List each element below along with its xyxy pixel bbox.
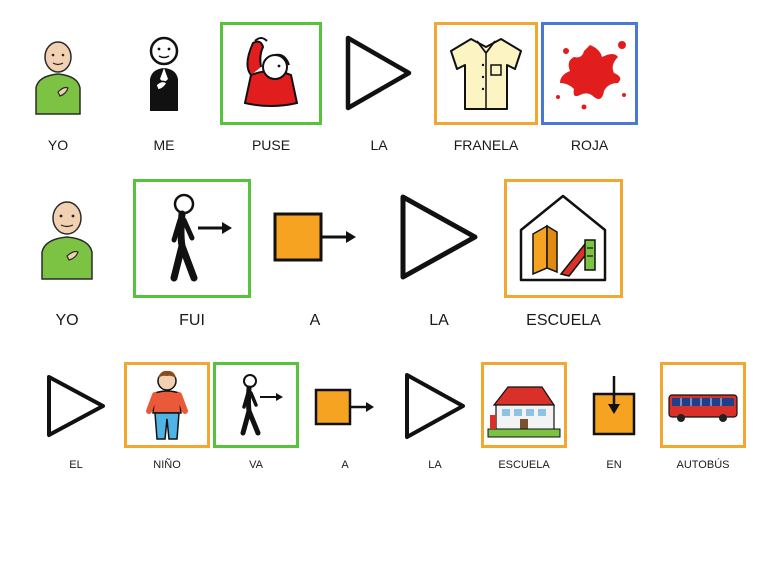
word-label: ROJA (570, 137, 609, 153)
pictogram-yo (28, 30, 88, 115)
pictogram-el (44, 372, 108, 440)
school-building-icon (487, 386, 561, 438)
pictogram-va (213, 362, 299, 448)
pictogram-escuela (481, 362, 567, 448)
pictogram-la (402, 370, 468, 442)
word-label: VA (249, 459, 263, 471)
word-label: YO (47, 137, 69, 153)
orange-square-arrow-icon (273, 212, 356, 262)
pictogram-franela (434, 22, 538, 125)
pictogram-puse (220, 22, 322, 125)
triangle-article-icon (345, 35, 412, 111)
pictogram-en (586, 372, 642, 438)
word-label: LA (428, 459, 442, 471)
word-label: YO (55, 312, 79, 329)
word-label: EL (69, 459, 83, 471)
word-label: AUTOBÚS (676, 459, 730, 471)
person-myself-icon (149, 36, 179, 111)
school-icon (519, 194, 607, 282)
pictogram-yo (34, 190, 100, 280)
word-label: ESCUELA (498, 459, 550, 471)
word-label: ME (153, 137, 175, 153)
pictogram-autobus (660, 362, 746, 448)
word-label: A (309, 312, 321, 329)
orange-square-arrow-icon (314, 388, 374, 426)
put-on-shirt-icon (243, 37, 299, 107)
pictogram-a (312, 385, 378, 429)
red-splash-icon (556, 41, 626, 110)
word-label: FRANELA (453, 137, 519, 153)
pictogram-me (134, 33, 194, 113)
triangle-article-icon (400, 194, 478, 280)
person-self-icon (41, 201, 93, 280)
pictogram-a (270, 208, 360, 268)
person-self-icon (35, 41, 81, 115)
word-label: LA (429, 312, 449, 329)
walk-right-icon (240, 374, 283, 436)
word-label: EN (606, 459, 622, 471)
word-label: PUSE (251, 137, 291, 153)
pictogram-escuela (504, 179, 623, 298)
bus-icon (668, 394, 738, 422)
word-label: NIÑO (153, 459, 181, 471)
triangle-article-icon (47, 375, 105, 437)
boy-icon (146, 370, 188, 440)
pictogram-la (397, 191, 481, 283)
pictogram-la (343, 33, 415, 113)
pictogram-fui (133, 179, 251, 298)
triangle-article-icon (405, 373, 465, 439)
word-label: FUI (179, 312, 205, 329)
pictogram-nino (124, 362, 210, 448)
word-label: ESCUELA (526, 312, 601, 329)
shirt-icon (450, 38, 522, 110)
pictogram-roja (541, 22, 638, 125)
word-label: LA (370, 137, 388, 153)
word-label: A (341, 459, 349, 471)
orange-square-down-arrow-icon (592, 376, 636, 436)
walk-right-icon (170, 193, 232, 282)
